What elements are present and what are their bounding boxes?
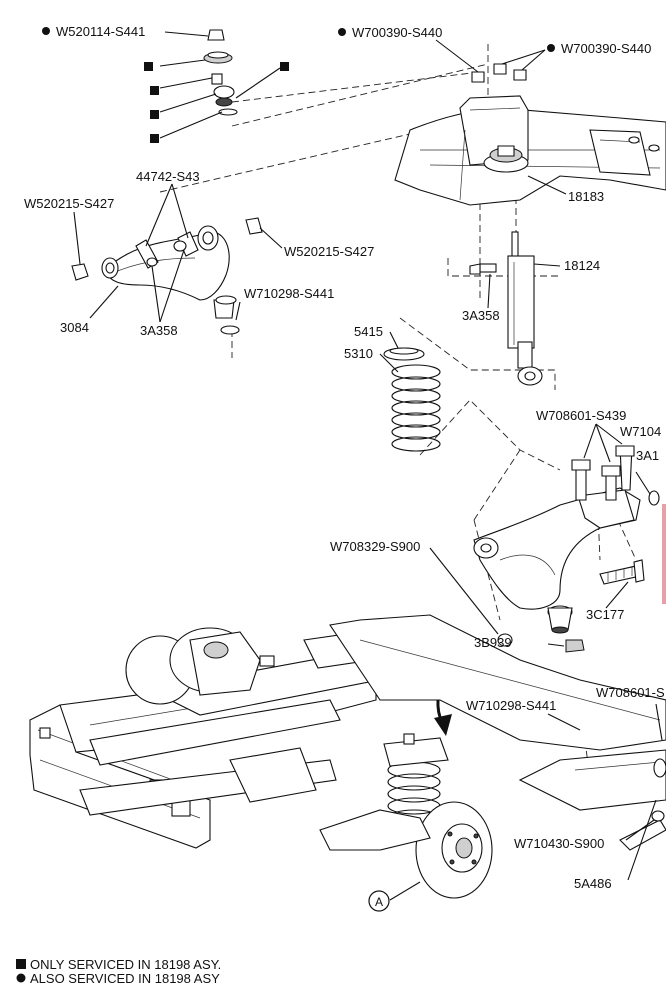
label-3a1-clipped: 3A1 bbox=[636, 448, 659, 463]
label-w708601-s439: W708601-S439 bbox=[536, 408, 626, 423]
callout-labels: W520114-S441 W700390-S440 W700390-S440 4… bbox=[24, 24, 665, 909]
label-w710430-s900: W710430-S900 bbox=[514, 836, 604, 851]
legend: ONLY SERVICED IN 18198 ASY. ALSO SERVICE… bbox=[16, 957, 221, 986]
label-w708601-clipped: W708601-S bbox=[596, 685, 665, 700]
label-3b939: 3B939 bbox=[474, 635, 512, 650]
label-w520215-s427-right: W520215-S427 bbox=[284, 244, 374, 259]
square-marker bbox=[150, 86, 159, 95]
label-w708329-s900: W708329-S900 bbox=[330, 539, 420, 554]
legend-square-icon bbox=[16, 959, 26, 969]
lower-control-arm bbox=[473, 445, 660, 653]
coil-spring bbox=[383, 347, 441, 452]
label-3c177: 3C177 bbox=[586, 607, 624, 622]
label-3084: 3084 bbox=[60, 320, 89, 335]
tower-nuts bbox=[471, 63, 527, 83]
shock-absorber bbox=[469, 231, 543, 386]
label-detail-a: A bbox=[375, 895, 383, 909]
label-3a358-arm: 3A358 bbox=[140, 323, 178, 338]
lower-frame-assembly bbox=[29, 614, 666, 899]
label-w700390-s440-a: W700390-S440 bbox=[352, 25, 442, 40]
label-3a358-shock: 3A358 bbox=[462, 308, 500, 323]
square-marker bbox=[150, 110, 159, 119]
square-marker bbox=[150, 134, 159, 143]
dot-marker bbox=[338, 28, 346, 36]
label-w710298-s441-bottom: W710298-S441 bbox=[466, 698, 556, 713]
legend-dot-note: ALSO SERVICED IN 18198 ASY bbox=[30, 971, 220, 986]
label-w520215-s427-left: W520215-S427 bbox=[24, 196, 114, 211]
legend-square-note: ONLY SERVICED IN 18198 ASY. bbox=[30, 957, 221, 972]
detail-circle bbox=[368, 890, 390, 912]
dot-marker bbox=[42, 27, 50, 35]
dot-marker bbox=[547, 44, 555, 52]
square-marker bbox=[280, 62, 289, 71]
clip-accent bbox=[662, 504, 666, 604]
hardware-stack bbox=[203, 29, 238, 116]
upper-control-arm bbox=[71, 217, 263, 335]
label-5a486: 5A486 bbox=[574, 876, 612, 891]
upper-frame-rail bbox=[394, 95, 666, 206]
label-w520114-s441: W520114-S441 bbox=[56, 24, 145, 39]
label-w700390-s440-b: W700390-S440 bbox=[561, 41, 651, 56]
square-marker bbox=[144, 62, 153, 71]
label-5415: 5415 bbox=[354, 324, 383, 339]
label-5310: 5310 bbox=[344, 346, 373, 361]
label-w7104-clipped: W7104 bbox=[620, 424, 661, 439]
leader-lines bbox=[73, 31, 663, 901]
label-18183: 18183 bbox=[568, 189, 604, 204]
label-44742-s43: 44742-S43 bbox=[136, 169, 200, 184]
callout-markers bbox=[42, 27, 555, 912]
upper-shock-mount bbox=[483, 145, 529, 173]
legend-dot-icon bbox=[16, 973, 26, 983]
label-w710298-s441-top: W710298-S441 bbox=[244, 286, 334, 301]
label-18124: 18124 bbox=[564, 258, 600, 273]
